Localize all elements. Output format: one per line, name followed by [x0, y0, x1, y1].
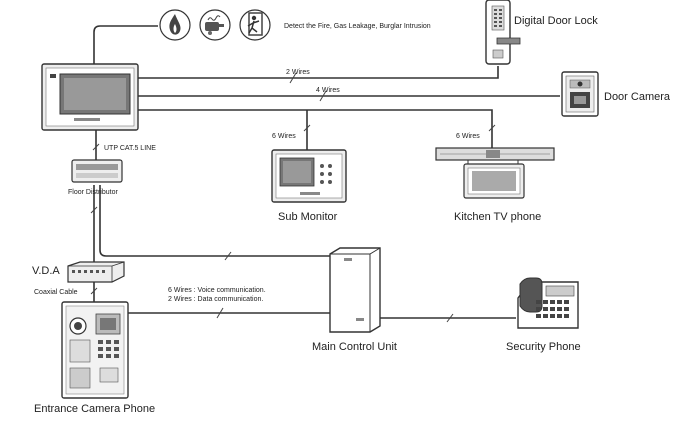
vda-label: V.D.A	[32, 265, 60, 277]
door-lock-wire-label: 2 Wires	[286, 69, 310, 76]
sub-monitor-label: Sub Monitor	[278, 211, 338, 223]
floor-distributor-device	[71, 159, 123, 183]
utp-wire-label: UTP CAT.5 LINE	[104, 145, 156, 152]
kitchen-tv-device	[435, 147, 555, 199]
entrance-camera-label: Entrance Camera Phone	[34, 403, 155, 415]
master-monitor	[41, 63, 139, 131]
gas-leak-icon	[199, 9, 231, 41]
kitchen-wire-label: 6 Wires	[456, 133, 480, 140]
entrance-data-wire-label: 2 Wires : Data communication.	[168, 296, 263, 303]
security-phone-device	[517, 277, 579, 329]
coaxial-label: Coaxial Cable	[34, 289, 78, 296]
sub-monitor-wire-label: 6 Wires	[272, 133, 296, 140]
intrusion-icon	[239, 9, 271, 41]
fd-mcu-wire	[99, 185, 330, 257]
vda-device	[67, 261, 125, 283]
sub-monitor-device	[271, 149, 347, 203]
door-camera-label: Door Camera	[604, 91, 671, 103]
kitchen-wire	[138, 109, 493, 148]
main-control-unit-device	[329, 247, 381, 333]
door-lock-label: Digital Door Lock	[514, 15, 598, 27]
floor-distributor-label: Floor Distributor	[68, 189, 118, 196]
door-lock-wire	[138, 66, 499, 79]
entrance-voice-wire-label: 6 Wires : Voice communication.	[168, 287, 266, 294]
main-control-unit-label: Main Control Unit	[312, 341, 397, 353]
detector-wire	[93, 25, 158, 66]
wire-ticks	[90, 72, 496, 323]
door-lock-device	[485, 0, 521, 65]
security-phone-label: Security Phone	[506, 341, 581, 353]
detector-caption: Detect the Fire, Gas Leakage, Burglar In…	[284, 23, 431, 30]
entrance-camera-device	[61, 301, 129, 399]
kitchen-tv-label: Kitchen TV phone	[454, 211, 541, 223]
fire-icon	[159, 9, 191, 41]
door-camera-device	[561, 71, 599, 117]
door-camera-wire-label: 4 Wires	[316, 87, 340, 94]
wires	[93, 25, 560, 319]
